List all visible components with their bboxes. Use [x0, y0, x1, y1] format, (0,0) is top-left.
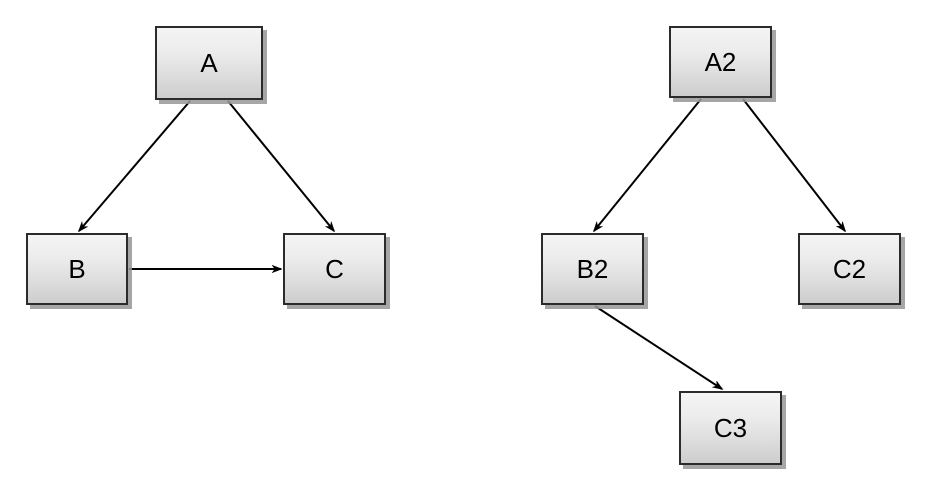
node-b2[interactable]: B2 [541, 233, 644, 305]
node-a[interactable]: A [155, 26, 263, 100]
node-label-b2: B2 [576, 254, 609, 284]
node-c2[interactable]: C2 [798, 233, 901, 305]
node-b[interactable]: B [26, 233, 128, 305]
node-label-c: C [325, 254, 344, 284]
node-label-a2: A2 [704, 47, 737, 77]
node-c3[interactable]: C3 [679, 391, 782, 465]
edge-a2-to-c2[interactable] [742, 98, 845, 231]
edge-b2-to-c3[interactable] [594, 305, 722, 389]
edge-a-to-c[interactable] [227, 100, 334, 231]
node-label-a: A [200, 48, 218, 78]
edges-group [79, 98, 845, 389]
node-label-c3: C3 [713, 413, 748, 443]
node-label-c2: C2 [832, 254, 867, 284]
edge-a-to-b[interactable] [79, 100, 191, 231]
edge-a2-to-b2[interactable] [594, 98, 702, 231]
node-c[interactable]: C [283, 233, 386, 305]
node-a2[interactable]: A2 [669, 26, 772, 98]
node-label-b: B [68, 254, 86, 284]
